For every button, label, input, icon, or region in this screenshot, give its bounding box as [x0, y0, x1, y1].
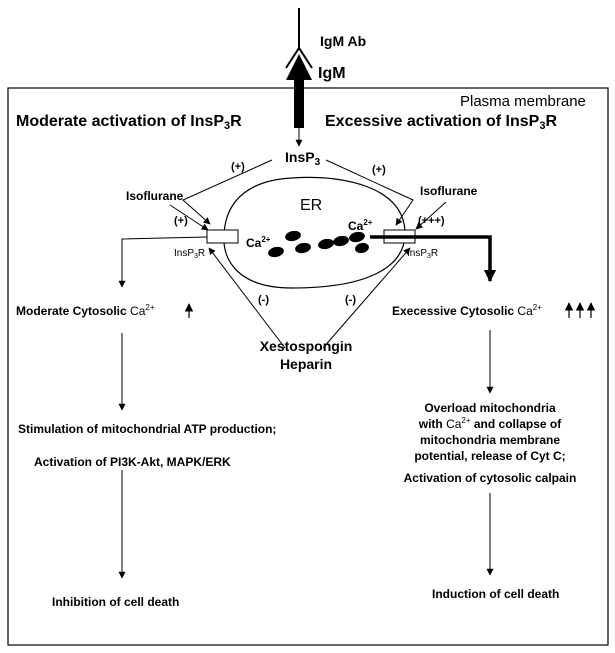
plus-isoflurane-left: (+)	[174, 215, 188, 227]
minus-left: (-)	[258, 294, 269, 306]
arrow-inhibitor-left	[208, 247, 286, 349]
right-outcome-label: Execessive Cytosolic Ca2+	[392, 303, 542, 318]
plasma-membrane-label: Plasma membrane	[460, 93, 586, 110]
ca-right-label: Ca2+	[348, 218, 373, 233]
igm-antibody	[285, 8, 313, 69]
insp3r-right-label: InsP3R	[407, 248, 438, 260]
isoflurane-left-label: Isoflurane	[126, 189, 184, 203]
arrow-insp3-to-left-receptor	[182, 159, 273, 225]
calcium-dots	[268, 230, 369, 258]
igm-receptor-arrow	[286, 54, 312, 128]
left-effect-line2: Activation of PI3K-Akt, MAPK/ERK	[34, 455, 231, 469]
left-final-outcome: Inhibition of cell death	[52, 595, 179, 609]
insp3r-left-receptor	[206, 229, 239, 244]
right-effect-line4: potential, release of Cyt C;	[414, 449, 565, 463]
igm-ab-label: IgM Ab	[320, 33, 366, 49]
arrow-isoflurane-left	[169, 204, 209, 231]
left-outcome-label: Moderate Cytosolic Ca2+	[16, 303, 155, 318]
arrow-inhibitor-right	[322, 247, 411, 349]
plus-left: (+)	[231, 161, 245, 173]
ca-left-label: Ca2+	[246, 235, 271, 250]
left-title: Moderate activation of InsP3R	[16, 113, 242, 132]
right-effect-line1: Overload mitochondria	[424, 401, 556, 415]
arrow-isoflurane-right	[415, 201, 447, 230]
arrow-right-release	[370, 235, 497, 283]
right-final-outcome: Induction of cell death	[432, 587, 559, 601]
plus-strong: (+++)	[418, 215, 445, 227]
er-shape	[223, 176, 406, 289]
minus-right: (-)	[345, 294, 356, 306]
arrow-left-release	[118, 236, 208, 288]
right-title: Excessive activation of InsP3R	[325, 113, 557, 132]
inhibitor-xestospongin: Xestospongin	[260, 338, 353, 354]
inhibitor-heparin: Heparin	[280, 356, 332, 372]
right-effect-line3: mitochondria membrane	[420, 433, 560, 447]
arrow-insp3-to-right-receptor	[325, 159, 414, 226]
left-effect-line1: Stimulation of mitochondrial ATP product…	[18, 422, 276, 436]
right-effect-line5: Activation of cytosolic calpain	[404, 471, 577, 485]
insp3r-left-label: InsP3R	[174, 248, 205, 260]
igm-label: IgM	[318, 65, 346, 82]
plasma-membrane-box	[7, 87, 609, 646]
er-label: ER	[300, 197, 322, 214]
isoflurane-right-label: Isoflurane	[420, 184, 478, 198]
insp3-label: InsP3	[285, 149, 321, 168]
right-effect-line2: with Ca2+ and collapse of	[418, 416, 562, 431]
plus-right: (+)	[372, 164, 386, 176]
